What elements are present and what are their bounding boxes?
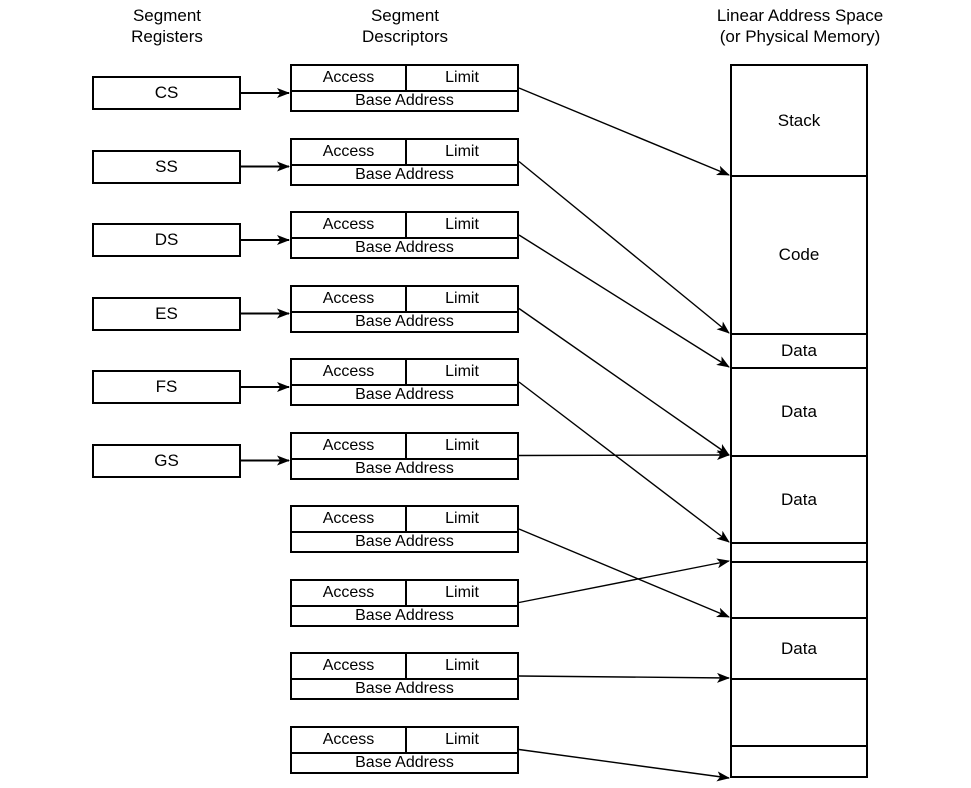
- descriptor-limit-field: Limit: [445, 436, 479, 454]
- descriptor-to-memory-arrows: [518, 87, 730, 782]
- memory-block-code: Code: [732, 177, 866, 335]
- memory-block-unlabeled: [732, 747, 866, 780]
- descriptor-access-field: Access: [292, 727, 407, 752]
- segment-register-label: SS: [155, 156, 178, 176]
- descriptor-access-field: Access: [292, 654, 407, 678]
- descriptor-to-memory-arrow: [518, 748, 730, 782]
- descriptor-base-address-field: Base Address: [355, 386, 454, 403]
- column-title-segment-registers: Segment Registers: [131, 6, 203, 46]
- descriptor-base-address-field: Base Address: [355, 606, 454, 624]
- descriptor-top-row: Access Limit: [292, 654, 517, 680]
- descriptor-base-address-field: Base Address: [355, 239, 454, 256]
- memory-block-data: Data: [732, 335, 866, 369]
- memory-block-label: Code: [778, 245, 820, 264]
- descriptor-top-row: Access Limit: [292, 213, 517, 239]
- descriptor-limit-field: Limit: [445, 730, 479, 748]
- segment-register-label: FS: [155, 377, 178, 396]
- descriptor-limit-field: Limit: [445, 289, 479, 307]
- segment-register-gs[interactable]: GS: [92, 443, 241, 478]
- segment-register-label: GS: [154, 450, 179, 470]
- register-to-descriptor-arrows: [241, 88, 290, 466]
- segment-register-label: CS: [154, 83, 179, 102]
- segment-register-es[interactable]: ES: [92, 296, 241, 331]
- descriptor-base-address-field: Base Address: [355, 753, 454, 771]
- descriptor-access-field: Access: [292, 286, 407, 311]
- descriptor-base-address-field: Base Address: [355, 680, 454, 697]
- descriptor-to-memory-arrow: [518, 307, 730, 456]
- memory-block-unlabeled: [732, 563, 866, 619]
- descriptor-limit-field: Limit: [445, 583, 479, 601]
- descriptor-to-memory-arrow: [518, 672, 730, 683]
- segment-register-ds[interactable]: DS: [92, 223, 241, 257]
- descriptor-access-field: Access: [292, 360, 407, 384]
- segment-register-label: DS: [154, 230, 179, 249]
- descriptor-to-memory-arrow: [518, 381, 730, 543]
- descriptor-limit-field: Limit: [445, 657, 479, 674]
- descriptor-top-row: Access Limit: [292, 139, 517, 166]
- descriptor-to-memory-arrow: [518, 160, 730, 334]
- descriptor-to-memory-arrow: [518, 528, 730, 618]
- descriptor-base-address-field: Base Address: [355, 459, 454, 477]
- memory-block-unlabeled: [732, 544, 866, 563]
- descriptor-access-field: Access: [292, 213, 407, 237]
- descriptor-limit-field: Limit: [445, 142, 479, 160]
- descriptor-to-memory-arrow: [518, 234, 730, 368]
- descriptor-access-field: Access: [292, 66, 407, 90]
- descriptor-to-memory-arrow: [518, 558, 730, 604]
- descriptor-access-field: Access: [292, 507, 407, 531]
- descriptor-limit-field: Limit: [445, 216, 479, 233]
- segment-register-label: ES: [155, 303, 178, 323]
- memory-block-label: Stack: [777, 110, 821, 130]
- memory-block-stack: Stack: [732, 66, 866, 177]
- memory-block-data: Data: [732, 619, 866, 680]
- segment-register-cs[interactable]: CS: [92, 76, 241, 110]
- descriptor-top-row: Access Limit: [292, 360, 517, 386]
- descriptor-access-field: Access: [292, 139, 407, 164]
- column-title-segment-descriptors: Segment Descriptors: [362, 6, 448, 46]
- descriptor-top-row: Access Limit: [292, 286, 517, 313]
- column-title-linear-address-space: Linear Address Space (or Physical Memory…: [716, 6, 884, 46]
- memory-block-data: Data: [732, 457, 866, 544]
- descriptor-base-address-field: Base Address: [355, 165, 454, 183]
- descriptor-top-row: Access Limit: [292, 433, 517, 460]
- descriptor-limit-field: Limit: [445, 510, 479, 527]
- descriptor-base-address-field: Base Address: [355, 92, 454, 109]
- segment-register-ss[interactable]: SS: [92, 149, 241, 184]
- descriptor-top-row: Access Limit: [292, 727, 517, 754]
- descriptor-base-address-field: Base Address: [355, 533, 454, 550]
- descriptor-access-field: Access: [292, 433, 407, 458]
- segment-register-fs[interactable]: FS: [92, 370, 241, 404]
- descriptor-limit-field: Limit: [445, 69, 479, 86]
- descriptor-top-row: Access Limit: [292, 507, 517, 533]
- memory-block-data: Data: [732, 369, 866, 457]
- descriptor-top-row: Access Limit: [292, 66, 517, 92]
- descriptor-base-address-field: Base Address: [355, 312, 454, 330]
- memory-block-label: Data: [781, 638, 817, 658]
- memory-block-unlabeled: [732, 680, 866, 747]
- memory-block-label: Data: [781, 341, 817, 360]
- descriptor-limit-field: Limit: [445, 363, 479, 380]
- descriptor-access-field: Access: [292, 580, 407, 605]
- descriptor-top-row: Access Limit: [292, 580, 517, 607]
- memory-block-label: Data: [781, 402, 817, 421]
- memory-block-label: Data: [781, 489, 817, 509]
- descriptor-to-memory-arrow: [518, 450, 730, 461]
- descriptor-to-memory-arrow: [518, 87, 730, 176]
